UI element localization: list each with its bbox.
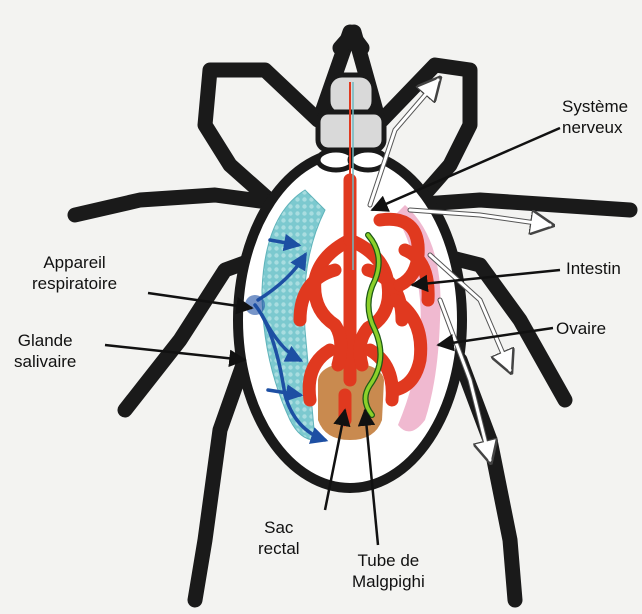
spiracle bbox=[245, 295, 265, 315]
label-intestine: Intestin bbox=[566, 258, 621, 279]
label-respiratory-system: Appareil respiratoire bbox=[32, 252, 117, 294]
label-nervous-system: Système nerveux bbox=[562, 96, 628, 138]
label-salivary-gland: Glande salivaire bbox=[14, 330, 76, 372]
label-ovary: Ovaire bbox=[556, 318, 606, 339]
head bbox=[318, 75, 386, 170]
label-malpighian-tube: Tube de Malgpighi bbox=[352, 550, 425, 592]
label-rectal-sac: Sac rectal bbox=[258, 517, 300, 559]
